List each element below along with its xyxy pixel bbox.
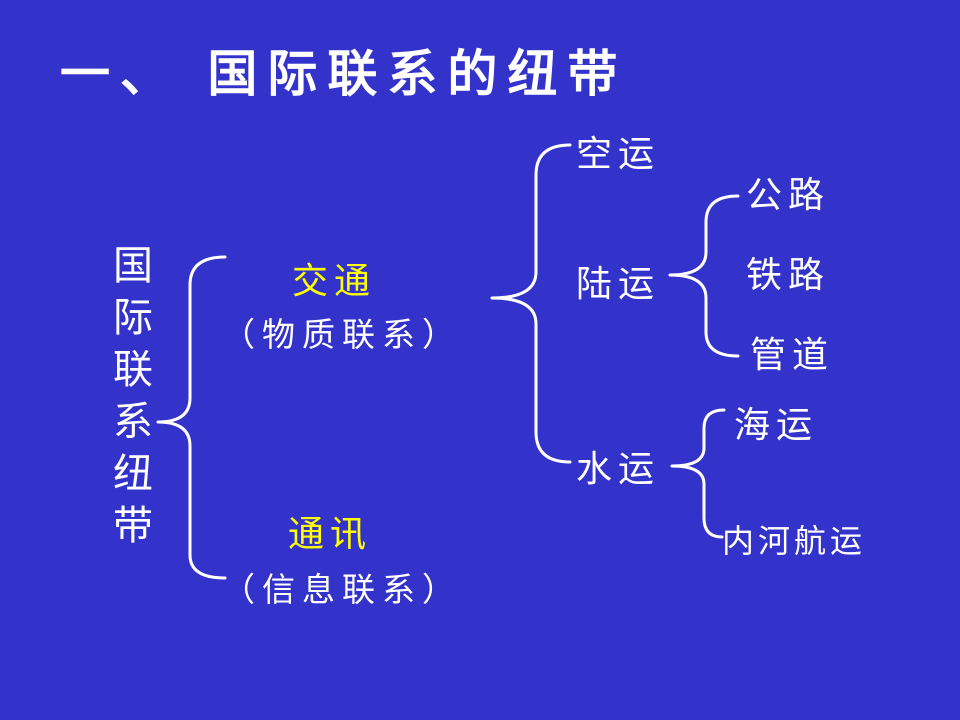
communication-label: 通讯: [288, 514, 373, 555]
pipeline-label: 管道: [750, 335, 835, 376]
road-label: 公路: [746, 175, 831, 216]
root-char: 带: [113, 503, 153, 549]
slide-title: 一、 国际联系的纽带: [60, 45, 628, 103]
root-char: 联: [113, 347, 153, 393]
water-transport-label: 水运: [576, 449, 661, 490]
root-char: 际: [113, 295, 153, 341]
transport-brace: [490, 143, 572, 464]
sea-transport-label: 海运: [734, 405, 819, 446]
land-transport-label: 陆运: [576, 264, 661, 305]
root-node: 国 际 联 系 纽 带: [108, 240, 158, 552]
root-char: 纽: [113, 451, 153, 497]
land-brace: [668, 194, 740, 358]
root-brace: [156, 255, 227, 580]
transport-note: （物质联系）: [222, 315, 462, 354]
inland-waterway-label: 内河航运: [722, 522, 867, 560]
rail-label: 铁路: [746, 255, 831, 296]
transport-label: 交通: [292, 261, 377, 302]
root-char: 系: [113, 399, 153, 445]
root-char: 国: [113, 243, 153, 289]
air-transport-label: 空运: [576, 134, 661, 175]
communication-note: （信息联系）: [222, 570, 462, 609]
water-brace: [670, 408, 726, 539]
